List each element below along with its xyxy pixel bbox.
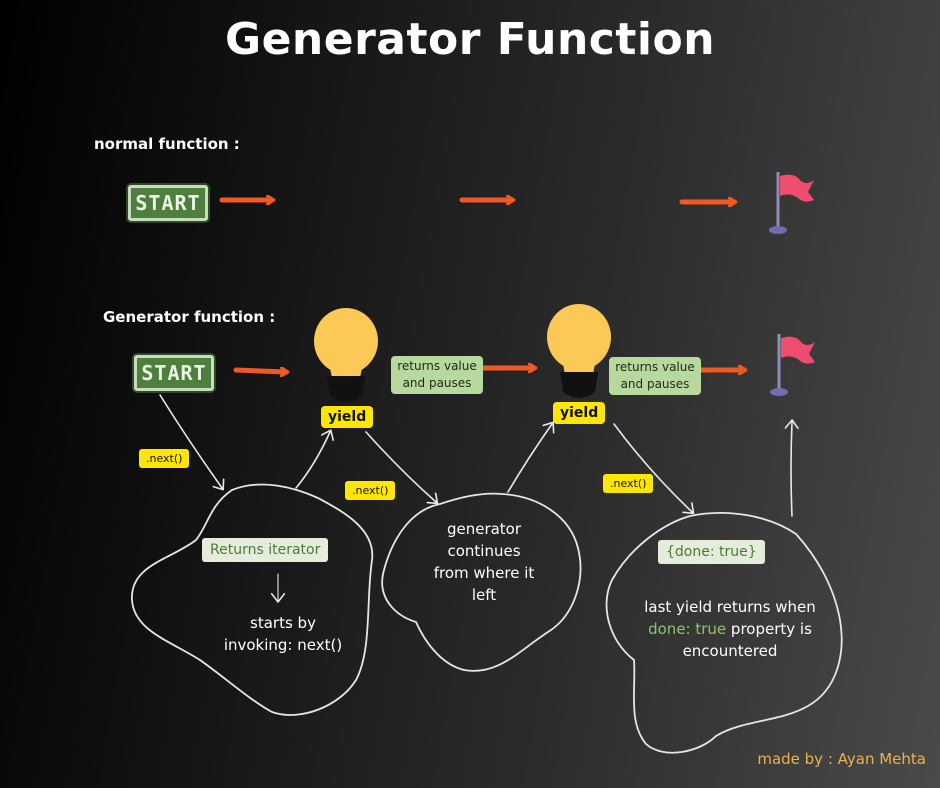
left-blob-line: starts by — [250, 614, 316, 632]
generator-function-label: Generator function : — [103, 308, 276, 326]
author-credit: made by : Ayan Mehta — [757, 750, 926, 768]
next-call-label: .next() — [345, 481, 396, 500]
flag-icon — [770, 334, 815, 396]
returns-value-line: returns value — [397, 359, 477, 373]
returns-iterator-tag: Returns iterator — [202, 538, 329, 562]
middle-blob-line: generator — [446, 520, 522, 538]
connector-arrows — [159, 394, 792, 600]
returns-value-line: returns value — [615, 360, 695, 374]
flag-icon — [769, 172, 814, 234]
yield-label: yield — [553, 402, 606, 424]
done-true-tag: {done: true} — [658, 540, 765, 564]
normal-arrows — [219, 200, 734, 202]
middle-blob-line: continues — [447, 542, 521, 560]
right-blob-line-rest: property is — [726, 620, 812, 638]
arrow-icon — [233, 370, 286, 372]
right-blob-line: done: true property is — [624, 618, 836, 640]
middle-blob-line: from where it — [433, 564, 535, 582]
left-blob-line: invoking: next() — [223, 636, 343, 654]
right-blob-line: encountered — [682, 642, 778, 660]
done-true-highlight: done: true — [648, 620, 727, 638]
generator-arrows — [233, 368, 744, 372]
middle-blob-line: left — [471, 586, 497, 604]
start-icon: START — [134, 355, 214, 391]
returns-value-line: and pauses — [620, 377, 690, 391]
lightbulb-icon — [547, 304, 611, 398]
right-blob-text: last yield returns when done: true prope… — [624, 596, 836, 662]
yield-label: yield — [321, 406, 374, 428]
returns-value-line: and pauses — [402, 376, 472, 390]
middle-blob-text: generator continues from where it left — [414, 518, 554, 606]
returns-value-box: returns value and pauses — [391, 356, 483, 394]
blob-outlines — [131, 483, 843, 754]
next-call-label: .next() — [603, 474, 654, 493]
left-blob-text: starts by invoking: next() — [208, 612, 358, 656]
lightbulb-icon — [314, 308, 378, 402]
normal-function-label: normal function : — [94, 135, 240, 153]
right-blob-line: last yield returns when — [644, 598, 816, 616]
page-title: Generator Function — [224, 14, 716, 65]
next-call-label: .next() — [139, 449, 190, 468]
start-icon: START — [128, 185, 208, 221]
returns-value-box: returns value and pauses — [609, 357, 701, 395]
